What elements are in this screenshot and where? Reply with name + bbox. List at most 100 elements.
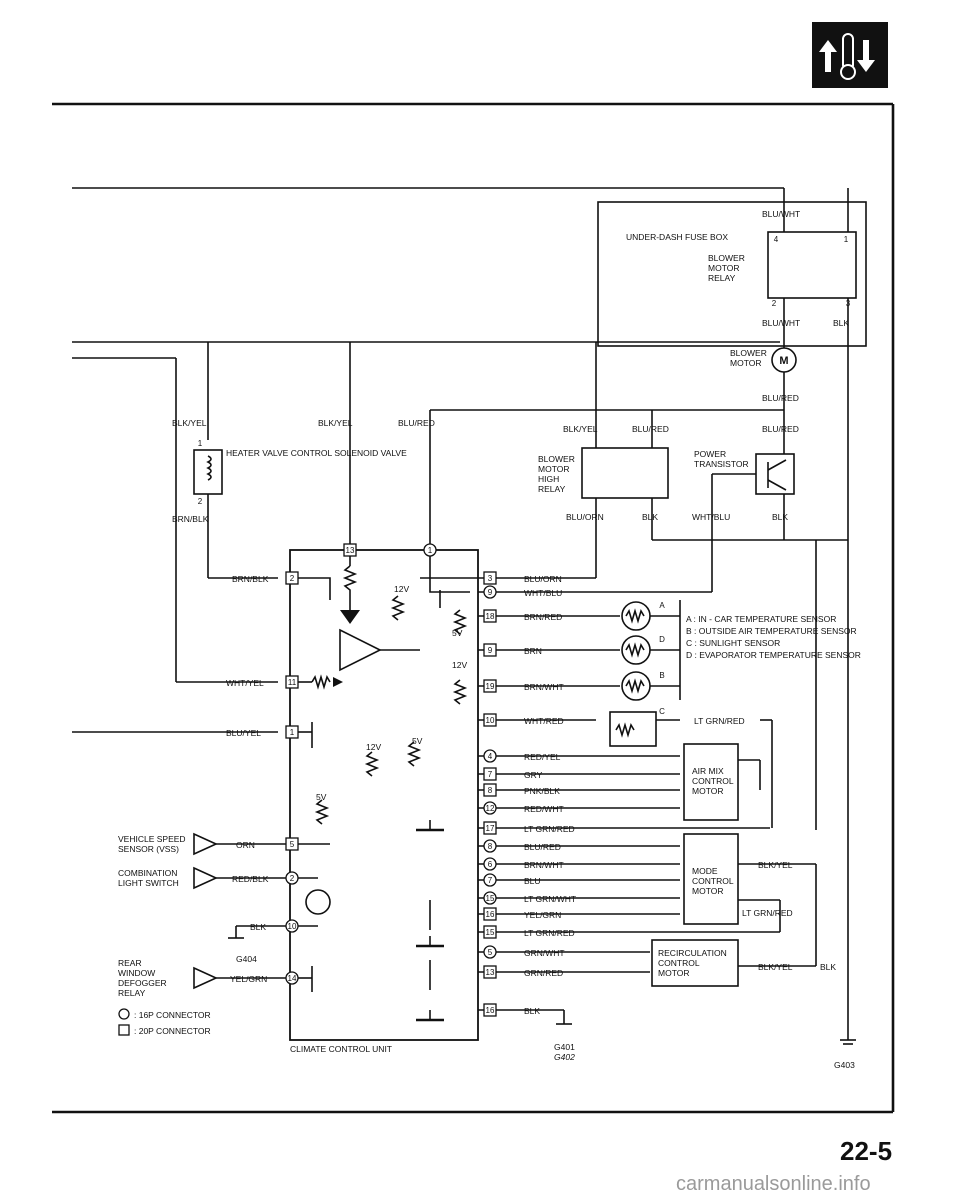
- connector-pins-right: [478, 577, 780, 1011]
- svg-text:G404: G404: [236, 954, 257, 964]
- mode-motor: [683, 833, 739, 925]
- wire-labels-right: BLU/ORN WHT/BLU BRN/RED BRN BRN/WHT WHT/…: [524, 574, 576, 1016]
- svg-text:13: 13: [346, 546, 355, 555]
- svg-text:12V: 12V: [394, 584, 409, 594]
- recirculation-motor: [651, 939, 739, 987]
- svg-text:19: 19: [486, 682, 495, 691]
- svg-text:ORN: ORN: [236, 840, 255, 850]
- svg-text:BLK/YEL: BLK/YEL: [318, 418, 353, 428]
- svg-text:9: 9: [488, 646, 493, 655]
- air-mix-motor: [683, 743, 739, 821]
- svg-text:8: 8: [488, 842, 493, 851]
- svg-text:B: B: [659, 671, 664, 680]
- svg-text:BLU/RED: BLU/RED: [632, 424, 669, 434]
- svg-text:2: 2: [772, 299, 777, 308]
- svg-text:13: 13: [486, 968, 495, 977]
- svg-text:BLU/RED: BLU/RED: [398, 418, 435, 428]
- svg-text:A: A: [659, 601, 665, 610]
- svg-text:BRN/WHT: BRN/WHT: [524, 860, 564, 870]
- svg-text:3: 3: [488, 574, 493, 583]
- svg-text:GRY: GRY: [524, 770, 543, 780]
- svg-text:: 20P CONNECTOR: : 20P CONNECTOR: [134, 1026, 211, 1036]
- heater-section-icon: [812, 22, 888, 88]
- label-blk-yel-heater: BLK/YEL: [172, 418, 207, 428]
- power-transistor: [755, 453, 795, 495]
- svg-text:BRN/BLK: BRN/BLK: [172, 514, 209, 524]
- svg-text:16: 16: [486, 910, 495, 919]
- svg-text:BRN/RED: BRN/RED: [524, 612, 562, 622]
- ground-g401: G401 G402: [536, 1009, 575, 1062]
- svg-text:BLK: BLK: [642, 512, 658, 522]
- svg-text:RED/WHT: RED/WHT: [524, 804, 564, 814]
- svg-text:4: 4: [774, 235, 779, 244]
- svg-text:BLK: BLK: [524, 1006, 540, 1016]
- svg-text:5V: 5V: [412, 736, 423, 746]
- svg-text:14: 14: [288, 974, 297, 983]
- svg-text:C: C: [659, 707, 665, 716]
- svg-text:12: 12: [486, 804, 495, 813]
- svg-text:BLK/YEL: BLK/YEL: [758, 962, 793, 972]
- svg-text:1: 1: [198, 439, 203, 448]
- svg-text:1: 1: [428, 546, 433, 555]
- svg-text:BRN/WHT: BRN/WHT: [524, 682, 564, 692]
- svg-text:: 16P CONNECTOR: : 16P CONNECTOR: [134, 1010, 211, 1020]
- svg-text:WHT/RED: WHT/RED: [524, 716, 564, 726]
- svg-text:16: 16: [486, 1006, 495, 1015]
- svg-text:8: 8: [488, 786, 493, 795]
- svg-text:7: 7: [488, 770, 493, 779]
- svg-text:6: 6: [488, 860, 493, 869]
- svg-text:YEL/GRN: YEL/GRN: [524, 910, 561, 920]
- svg-text:WHT/YEL: WHT/YEL: [226, 678, 264, 688]
- ground-g404: BLK G404: [228, 922, 286, 964]
- svg-text:RED/YEL: RED/YEL: [524, 752, 561, 762]
- label-blk-relay: BLK: [833, 318, 849, 328]
- svg-text:G402: G402: [554, 1052, 575, 1062]
- svg-text:G403: G403: [834, 1060, 855, 1070]
- svg-text:BLK: BLK: [772, 512, 788, 522]
- svg-text:BLU/ORN: BLU/ORN: [566, 512, 604, 522]
- svg-text:LT GRN/RED: LT GRN/RED: [694, 716, 745, 726]
- ground-g403: G403: [834, 1039, 856, 1070]
- svg-text:10: 10: [288, 922, 297, 931]
- svg-text:15: 15: [486, 894, 495, 903]
- svg-text:2: 2: [290, 874, 295, 883]
- svg-text:9: 9: [488, 588, 493, 597]
- climate-control-unit: [289, 549, 479, 1041]
- svg-text:LT GRN/RED: LT GRN/RED: [742, 908, 793, 918]
- svg-text:PNK/BLK: PNK/BLK: [524, 786, 560, 796]
- svg-text:17: 17: [486, 824, 495, 833]
- label-blu-wht-top: BLU/WHT: [762, 209, 800, 219]
- svg-text:LT GRN/WHT: LT GRN/WHT: [524, 894, 576, 904]
- svg-text:11: 11: [288, 678, 297, 687]
- svg-text:RED/BLK: RED/BLK: [232, 874, 269, 884]
- watermark: carmanualsonline.info: [676, 1173, 871, 1195]
- pin-markers-right: 3 9 18 9 19 10 4 7 8 12 17 8 6 7 15 16 1…: [483, 571, 497, 1017]
- svg-text:BRN/BLK: BRN/BLK: [232, 574, 269, 584]
- svg-text:5V: 5V: [316, 792, 327, 802]
- fuse-box-outline: [597, 201, 867, 347]
- svg-text:BLU/ORN: BLU/ORN: [524, 574, 562, 584]
- svg-text:BLU/RED: BLU/RED: [524, 842, 561, 852]
- svg-text:5: 5: [488, 948, 493, 957]
- svg-text:WHT/BLU: WHT/BLU: [524, 588, 562, 598]
- svg-text:10: 10: [486, 716, 495, 725]
- svg-text:GRN/WHT: GRN/WHT: [524, 948, 565, 958]
- page-number: 22-5: [840, 1136, 892, 1166]
- svg-text:5: 5: [290, 840, 295, 849]
- svg-text:M: M: [779, 355, 788, 367]
- svg-text:15: 15: [486, 928, 495, 937]
- svg-text:YEL/GRN: YEL/GRN: [230, 974, 267, 984]
- svg-text:BLU: BLU: [524, 876, 541, 886]
- label-blu-wht-mid: BLU/WHT: [762, 318, 800, 328]
- svg-text:2: 2: [290, 574, 295, 583]
- svg-text:2: 2: [198, 497, 203, 506]
